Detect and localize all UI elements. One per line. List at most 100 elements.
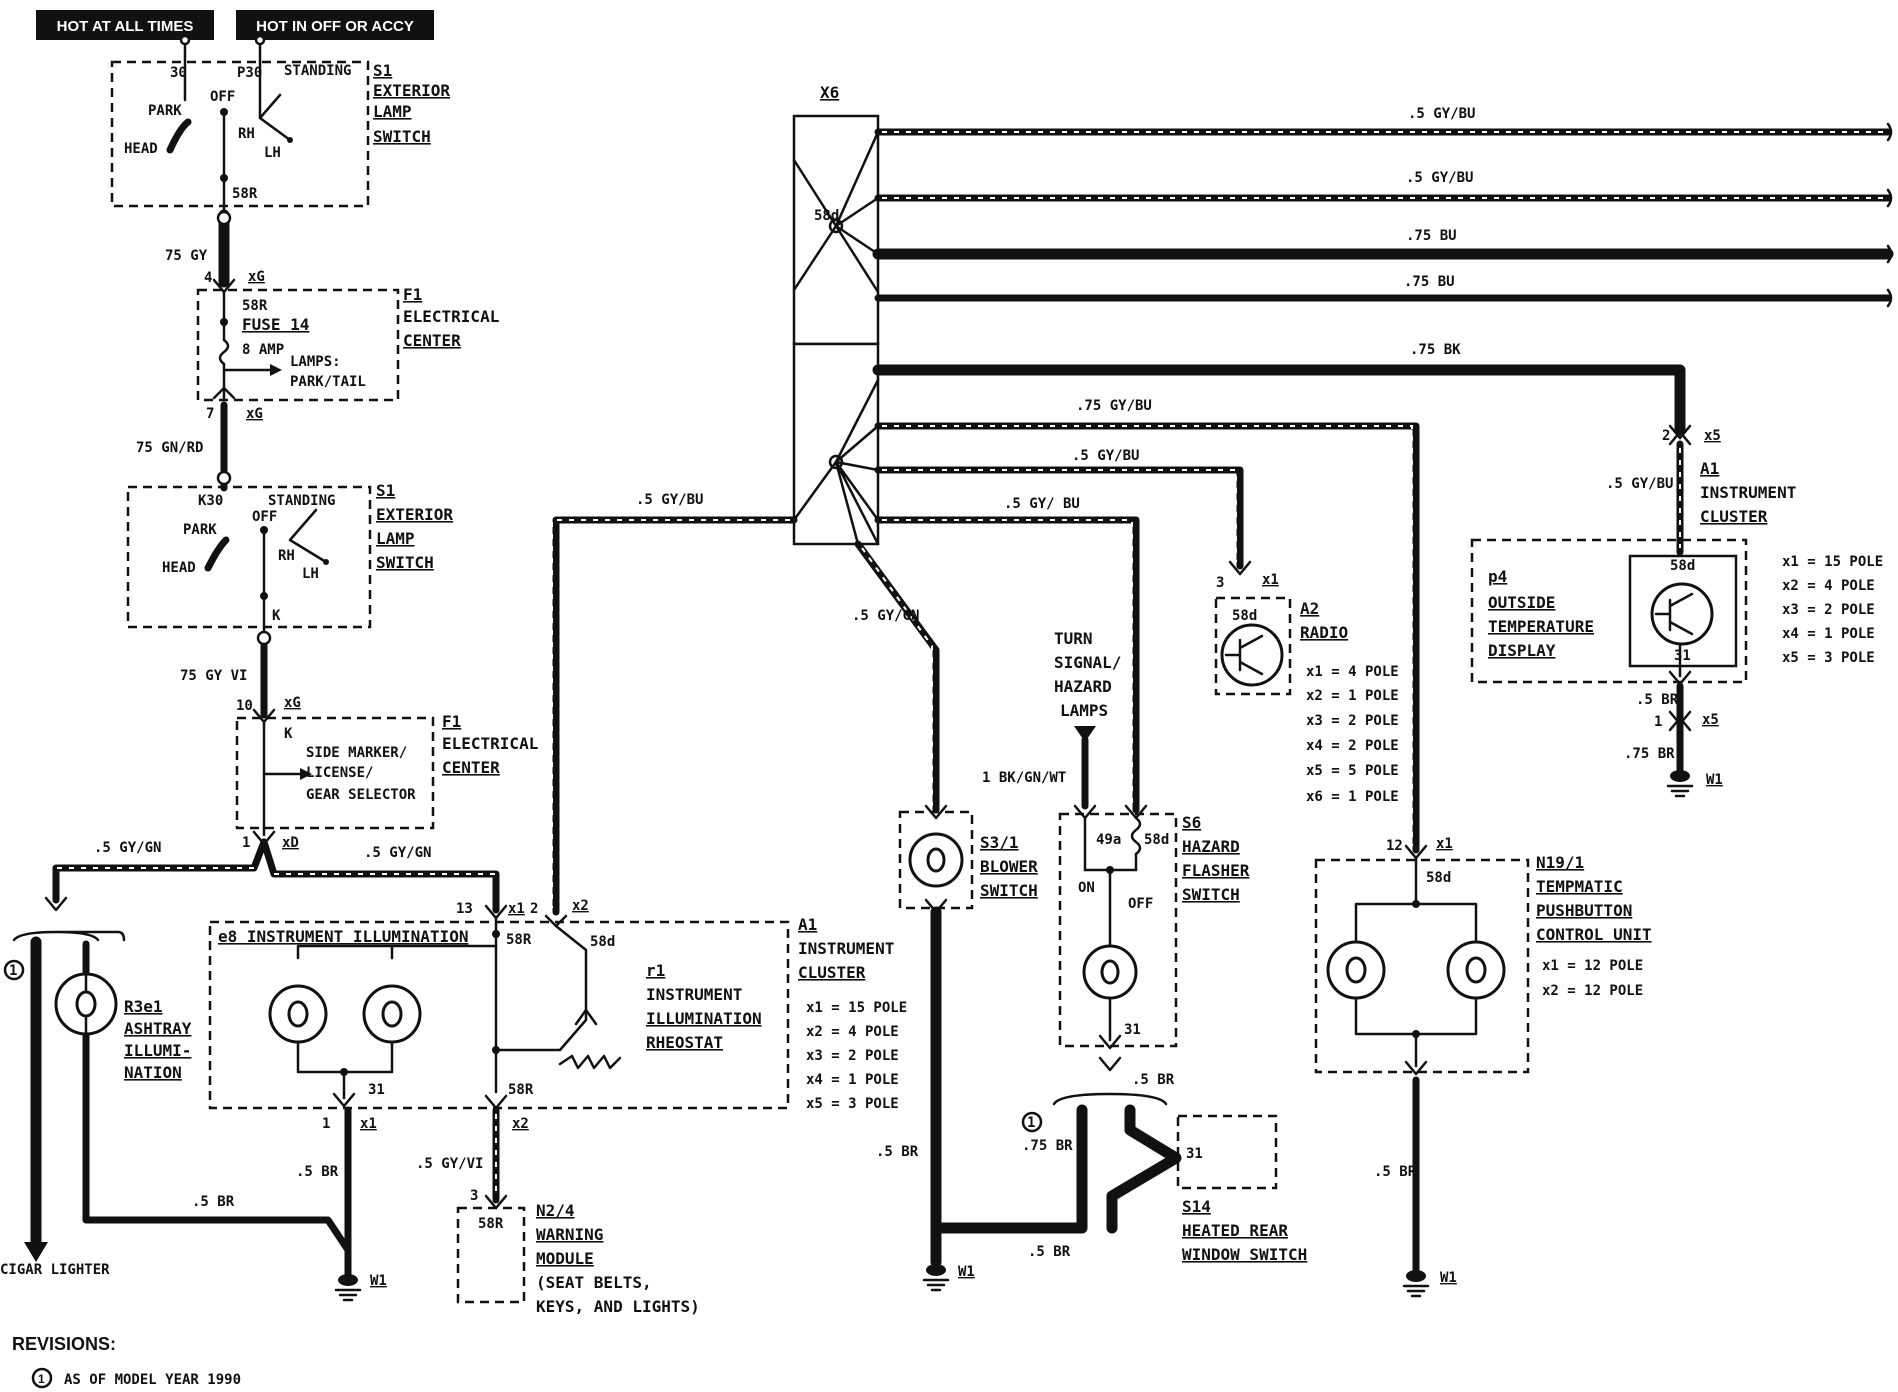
- svg-text:x1 = 12 POLE: x1 = 12 POLE: [1542, 958, 1643, 974]
- svg-text:31: 31: [1124, 1022, 1141, 1038]
- svg-text:S14: S14: [1182, 1197, 1211, 1216]
- svg-text:13: 13: [456, 901, 473, 917]
- svg-text:31: 31: [1186, 1146, 1203, 1162]
- svg-text:CLUSTER: CLUSTER: [798, 963, 866, 982]
- svg-text:31: 31: [1674, 648, 1691, 664]
- svg-text:1: 1: [9, 963, 17, 979]
- svg-text:7: 7: [206, 406, 214, 422]
- svg-text:1: 1: [38, 1372, 45, 1386]
- svg-text:x5 = 5 POLE: x5 = 5 POLE: [1306, 763, 1399, 779]
- svg-text:58R: 58R: [232, 186, 258, 202]
- svg-text:RHEOSTAT: RHEOSTAT: [646, 1033, 723, 1052]
- svg-text:r1: r1: [646, 961, 665, 980]
- svg-text:x1 = 4 POLE: x1 = 4 POLE: [1306, 664, 1399, 680]
- svg-text:HOT AT ALL TIMES: HOT AT ALL TIMES: [57, 18, 194, 35]
- svg-text:PARK/TAIL: PARK/TAIL: [290, 374, 366, 390]
- svg-text:x3 = 2 POLE: x3 = 2 POLE: [1782, 602, 1875, 618]
- svg-text:WINDOW SWITCH: WINDOW SWITCH: [1182, 1245, 1307, 1264]
- svg-text:xG: xG: [248, 269, 265, 285]
- svg-text:.5 GY/BU: .5 GY/BU: [1072, 448, 1139, 464]
- svg-text:xG: xG: [246, 406, 263, 422]
- revisions-note: REVISIONS: 1 AS OF MODEL YEAR 1990: [12, 1334, 241, 1389]
- ground-w1-b: W1: [922, 1264, 975, 1292]
- turn-signal-hazard-lamps: TURN SIGNAL/ HAZARD LAMPS 1 BK/GN/WT: [982, 629, 1121, 810]
- svg-text:x5: x5: [1702, 712, 1719, 728]
- svg-text:ON: ON: [1078, 880, 1095, 896]
- svg-text:.5 GY/GN: .5 GY/GN: [94, 840, 161, 856]
- svg-text:RH: RH: [238, 126, 255, 142]
- svg-text:x1 = 15 POLE: x1 = 15 POLE: [806, 1000, 907, 1016]
- n191-tempmatic-control-unit: 12 x1 58d N19/1 TEMPMATIC PUSHBUTTON CON…: [1314, 836, 1652, 1076]
- svg-text:FLASHER: FLASHER: [1182, 861, 1250, 880]
- svg-text:75 GN/RD: 75 GN/RD: [136, 440, 203, 456]
- svg-text:LH: LH: [302, 566, 319, 582]
- ground-w1-a: W1: [334, 1273, 387, 1302]
- a2-radio: 3 x1 58d A2 RADIO x1 = 4 POLE x2 = 1 POL…: [1214, 560, 1399, 805]
- svg-text:MODULE: MODULE: [536, 1249, 594, 1268]
- s14-heated-rear-window-switch: 31 S14 HEATED REAR WINDOW SWITCH: [1176, 1114, 1307, 1264]
- svg-text:A1: A1: [1700, 459, 1719, 478]
- svg-text:FUSE 14: FUSE 14: [242, 315, 309, 334]
- svg-text:x4 = 2 POLE: x4 = 2 POLE: [1306, 738, 1399, 754]
- svg-text:BLOWER: BLOWER: [980, 857, 1038, 876]
- svg-text:2: 2: [530, 901, 538, 917]
- svg-text:OFF: OFF: [210, 89, 235, 105]
- svg-text:x1: x1: [1436, 836, 1453, 852]
- svg-text:x5: x5: [1704, 428, 1721, 444]
- svg-text:75 GY VI: 75 GY VI: [180, 668, 247, 684]
- svg-text:x3 = 2 POLE: x3 = 2 POLE: [806, 1048, 899, 1064]
- svg-text:NATION: NATION: [124, 1063, 182, 1082]
- s1-exterior-lamp-switch-top: 30 P30 STANDING PARK OFF HEAD RH LH 58R …: [110, 34, 450, 217]
- ground-w1-c: W1: [1402, 1270, 1457, 1298]
- svg-text:S1: S1: [376, 481, 395, 500]
- svg-text:.75 BR: .75 BR: [1624, 746, 1675, 762]
- svg-text:OUTSIDE: OUTSIDE: [1488, 593, 1555, 612]
- svg-text:PUSHBUTTON: PUSHBUTTON: [1536, 901, 1632, 920]
- svg-text:.5 GY/ BU: .5 GY/ BU: [1004, 496, 1080, 512]
- svg-text:INSTRUMENT: INSTRUMENT: [646, 985, 742, 1004]
- s31-blower-switch: S3/1 BLOWER SWITCH: [898, 804, 1038, 914]
- svg-text:.75 BR: .75 BR: [1022, 1138, 1073, 1154]
- svg-text:SWITCH: SWITCH: [1182, 885, 1240, 904]
- svg-text:.5 BR: .5 BR: [192, 1194, 235, 1210]
- hot-at-all-times-badge: HOT AT ALL TIMES: [36, 10, 214, 40]
- svg-text:x5 = 3 POLE: x5 = 3 POLE: [1782, 650, 1875, 666]
- svg-text:INSTRUMENT: INSTRUMENT: [798, 939, 894, 958]
- svg-text:N19/1: N19/1: [1536, 853, 1584, 872]
- svg-text:CLUSTER: CLUSTER: [1700, 507, 1768, 526]
- s6-hazard-flasher-switch: 49a 58d ON OFF 31 S6 HAZARD FLASHER SWIT…: [1058, 804, 1250, 1050]
- s1-exterior-lamp-switch-mid: K30 STANDING PARK OFF HEAD RH LH K S1 EX…: [126, 481, 453, 642]
- svg-text:2: 2: [1662, 428, 1670, 444]
- svg-text:x2 = 12 POLE: x2 = 12 POLE: [1542, 983, 1643, 999]
- svg-text:R3e1: R3e1: [124, 997, 163, 1016]
- svg-text:1 BK/GN/WT: 1 BK/GN/WT: [982, 770, 1066, 786]
- svg-text:.5 BR: .5 BR: [1636, 692, 1679, 708]
- svg-text:1: 1: [1027, 1115, 1035, 1131]
- svg-text:1: 1: [1654, 714, 1662, 730]
- svg-text:4: 4: [204, 270, 212, 286]
- svg-text:LAMPS:: LAMPS:: [290, 354, 341, 370]
- svg-text:HOT IN OFF OR ACCY: HOT IN OFF OR ACCY: [256, 18, 414, 35]
- svg-text:.75 GY/BU: .75 GY/BU: [1076, 398, 1152, 414]
- svg-text:.75 BK: .75 BK: [1410, 342, 1461, 358]
- svg-text:.5 GY/BU: .5 GY/BU: [1408, 106, 1475, 122]
- svg-text:N2/4: N2/4: [536, 1201, 575, 1220]
- svg-text:EXTERIOR: EXTERIOR: [373, 81, 450, 100]
- svg-text:12: 12: [1386, 838, 1403, 854]
- svg-text:x4 = 1 POLE: x4 = 1 POLE: [1782, 626, 1875, 642]
- svg-text:8 AMP: 8 AMP: [242, 342, 284, 358]
- svg-text:xD: xD: [282, 835, 299, 851]
- svg-text:.5 GY/BU: .5 GY/BU: [636, 492, 703, 508]
- svg-text:3: 3: [470, 1188, 478, 1204]
- svg-text:A1: A1: [798, 915, 817, 934]
- svg-text:DISPLAY: DISPLAY: [1488, 641, 1556, 660]
- svg-text:HAZARD: HAZARD: [1182, 837, 1240, 856]
- svg-text:.5 GY/GN: .5 GY/GN: [364, 845, 431, 861]
- svg-text:F1: F1: [442, 712, 461, 731]
- svg-text:K30: K30: [198, 493, 223, 509]
- svg-text:W1: W1: [370, 1273, 387, 1289]
- f1-electrical-center-mid: 10 xG K SIDE MARKER/ LICENSE/ GEAR SELEC…: [235, 695, 538, 851]
- svg-text:K: K: [272, 608, 281, 624]
- svg-text:58R: 58R: [506, 932, 532, 948]
- svg-text:.5 GY/BU: .5 GY/BU: [1406, 170, 1473, 186]
